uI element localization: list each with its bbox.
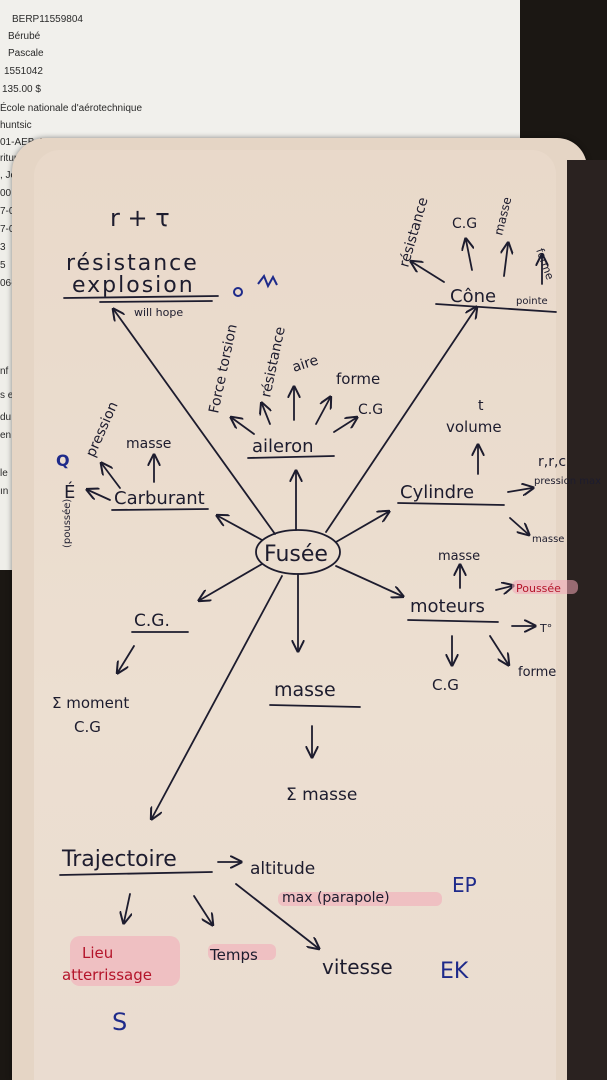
cone-forme: forme	[533, 247, 556, 282]
carburant-label: Carburant	[114, 488, 205, 509]
underline-resistance	[63, 295, 219, 299]
masse-label: masse	[274, 679, 336, 701]
moteurs-label: moteurs	[410, 596, 485, 617]
cylindre-label: Cylindre	[400, 482, 474, 503]
cg-moment: Σ moment	[52, 694, 129, 712]
underline-masse	[269, 704, 361, 708]
cone-cg: C.G	[452, 216, 477, 232]
receipt-line: 7-06	[0, 206, 21, 217]
moteurs-cg: C.G	[432, 676, 459, 694]
trajectoire-vitesse: vitesse	[322, 955, 393, 979]
trajectoire-temps: Temps	[209, 946, 258, 964]
receipt-line: huntsic	[0, 120, 32, 131]
moteurs-masse: masse	[438, 549, 480, 564]
aileron-forme: forme	[336, 370, 380, 388]
cylindre-volume: volume	[446, 418, 502, 436]
cone-resistance: résistance	[396, 196, 431, 269]
highlights	[70, 580, 578, 986]
aileron-label: aileron	[252, 436, 314, 457]
cylindre-rrc: r,r,c	[538, 454, 566, 470]
center-label: Fusée	[264, 542, 328, 567]
cylindre-t: t	[478, 398, 484, 414]
receipt-paper: BERP11559804 Bérubé Pascale 1551042 135.…	[0, 0, 520, 150]
underline-cylindre	[397, 502, 505, 506]
mindmap-text: Fusée r + τ résistance explosion will ho…	[52, 196, 601, 1036]
receipt-line: 3	[0, 242, 6, 253]
receipt-line: 5	[0, 260, 6, 271]
resistance-note: will hope	[134, 306, 183, 319]
trajectoire-ep: EP	[452, 873, 477, 897]
receipt-line: 135.00 $	[2, 84, 41, 95]
carburant-poussee: (poussée)	[61, 499, 73, 548]
cg-label: C.G.	[134, 611, 170, 631]
receipt-line: BERP11559804	[12, 14, 83, 25]
cylindre-masse: masse	[532, 534, 564, 545]
carburant-masse: masse	[126, 436, 171, 452]
explosion-label: explosion	[72, 273, 195, 298]
receipt-line: 00 à	[0, 188, 20, 199]
receipt-line: le	[0, 468, 8, 479]
aileron-torsion: Force torsion	[206, 323, 241, 415]
blue-scribble-icon	[233, 273, 278, 297]
trajectoire-ek: EK	[440, 959, 469, 984]
receipt-line: du	[0, 412, 12, 423]
underline-aileron	[247, 455, 335, 459]
trajectoire-altitude: altitude	[250, 859, 315, 879]
receipt-line: Bérubé	[8, 31, 41, 42]
cone-pointe: pointe	[516, 296, 548, 307]
trajectoire-s: S	[112, 1008, 127, 1036]
underline-carburant	[111, 508, 209, 511]
trajectoire-lieu: Lieu	[82, 944, 113, 962]
moteurs-poussee: Poussée	[516, 582, 561, 595]
receipt-line: 01-AEB-AH	[0, 137, 52, 148]
underline-trajectoire	[59, 871, 213, 876]
cylindre-pression-max: pression max	[534, 476, 601, 487]
receipt-line: Pascale	[8, 48, 44, 59]
notebook-spine	[567, 160, 607, 1080]
receipt-line: 7-07	[0, 224, 21, 235]
moteurs-forme: forme	[518, 665, 556, 680]
cg-cg: C.G	[74, 718, 101, 736]
moteurs-t: T°	[539, 622, 552, 635]
aileron-resistance: résistance	[258, 325, 289, 399]
receipt-line: 1551042	[4, 66, 43, 77]
resistance-top: r + τ	[110, 204, 170, 232]
carburant-e: É	[64, 481, 75, 503]
underline-cone	[435, 303, 557, 313]
receipt-line: nf	[0, 366, 9, 377]
masse-sum: Σ masse	[286, 785, 357, 805]
aileron-aire: aire	[290, 352, 320, 375]
receipt-line: s el	[0, 390, 16, 401]
carburant-q: Q	[56, 451, 70, 470]
carburant-pression: pression	[83, 399, 122, 459]
aileron-cg: C.G	[358, 402, 383, 418]
receipt-line: en	[0, 430, 12, 441]
cone-masse: masse	[491, 196, 514, 237]
ink-lines	[59, 240, 557, 948]
cone-label: Cône	[450, 286, 496, 307]
underline-moteurs	[407, 619, 499, 623]
trajectoire-max: max (parapole)	[282, 890, 390, 906]
trajectoire-label: Trajectoire	[61, 847, 177, 872]
receipt-line: 06-0	[0, 278, 21, 289]
receipt-line: ın	[0, 486, 9, 497]
trajectoire-atterrissage: atterrissage	[62, 966, 152, 984]
resistance-label: résistance	[66, 251, 199, 276]
receipt-line: École nationale d'aérotechnique	[0, 103, 143, 114]
receipt-line: , Je	[0, 170, 17, 181]
